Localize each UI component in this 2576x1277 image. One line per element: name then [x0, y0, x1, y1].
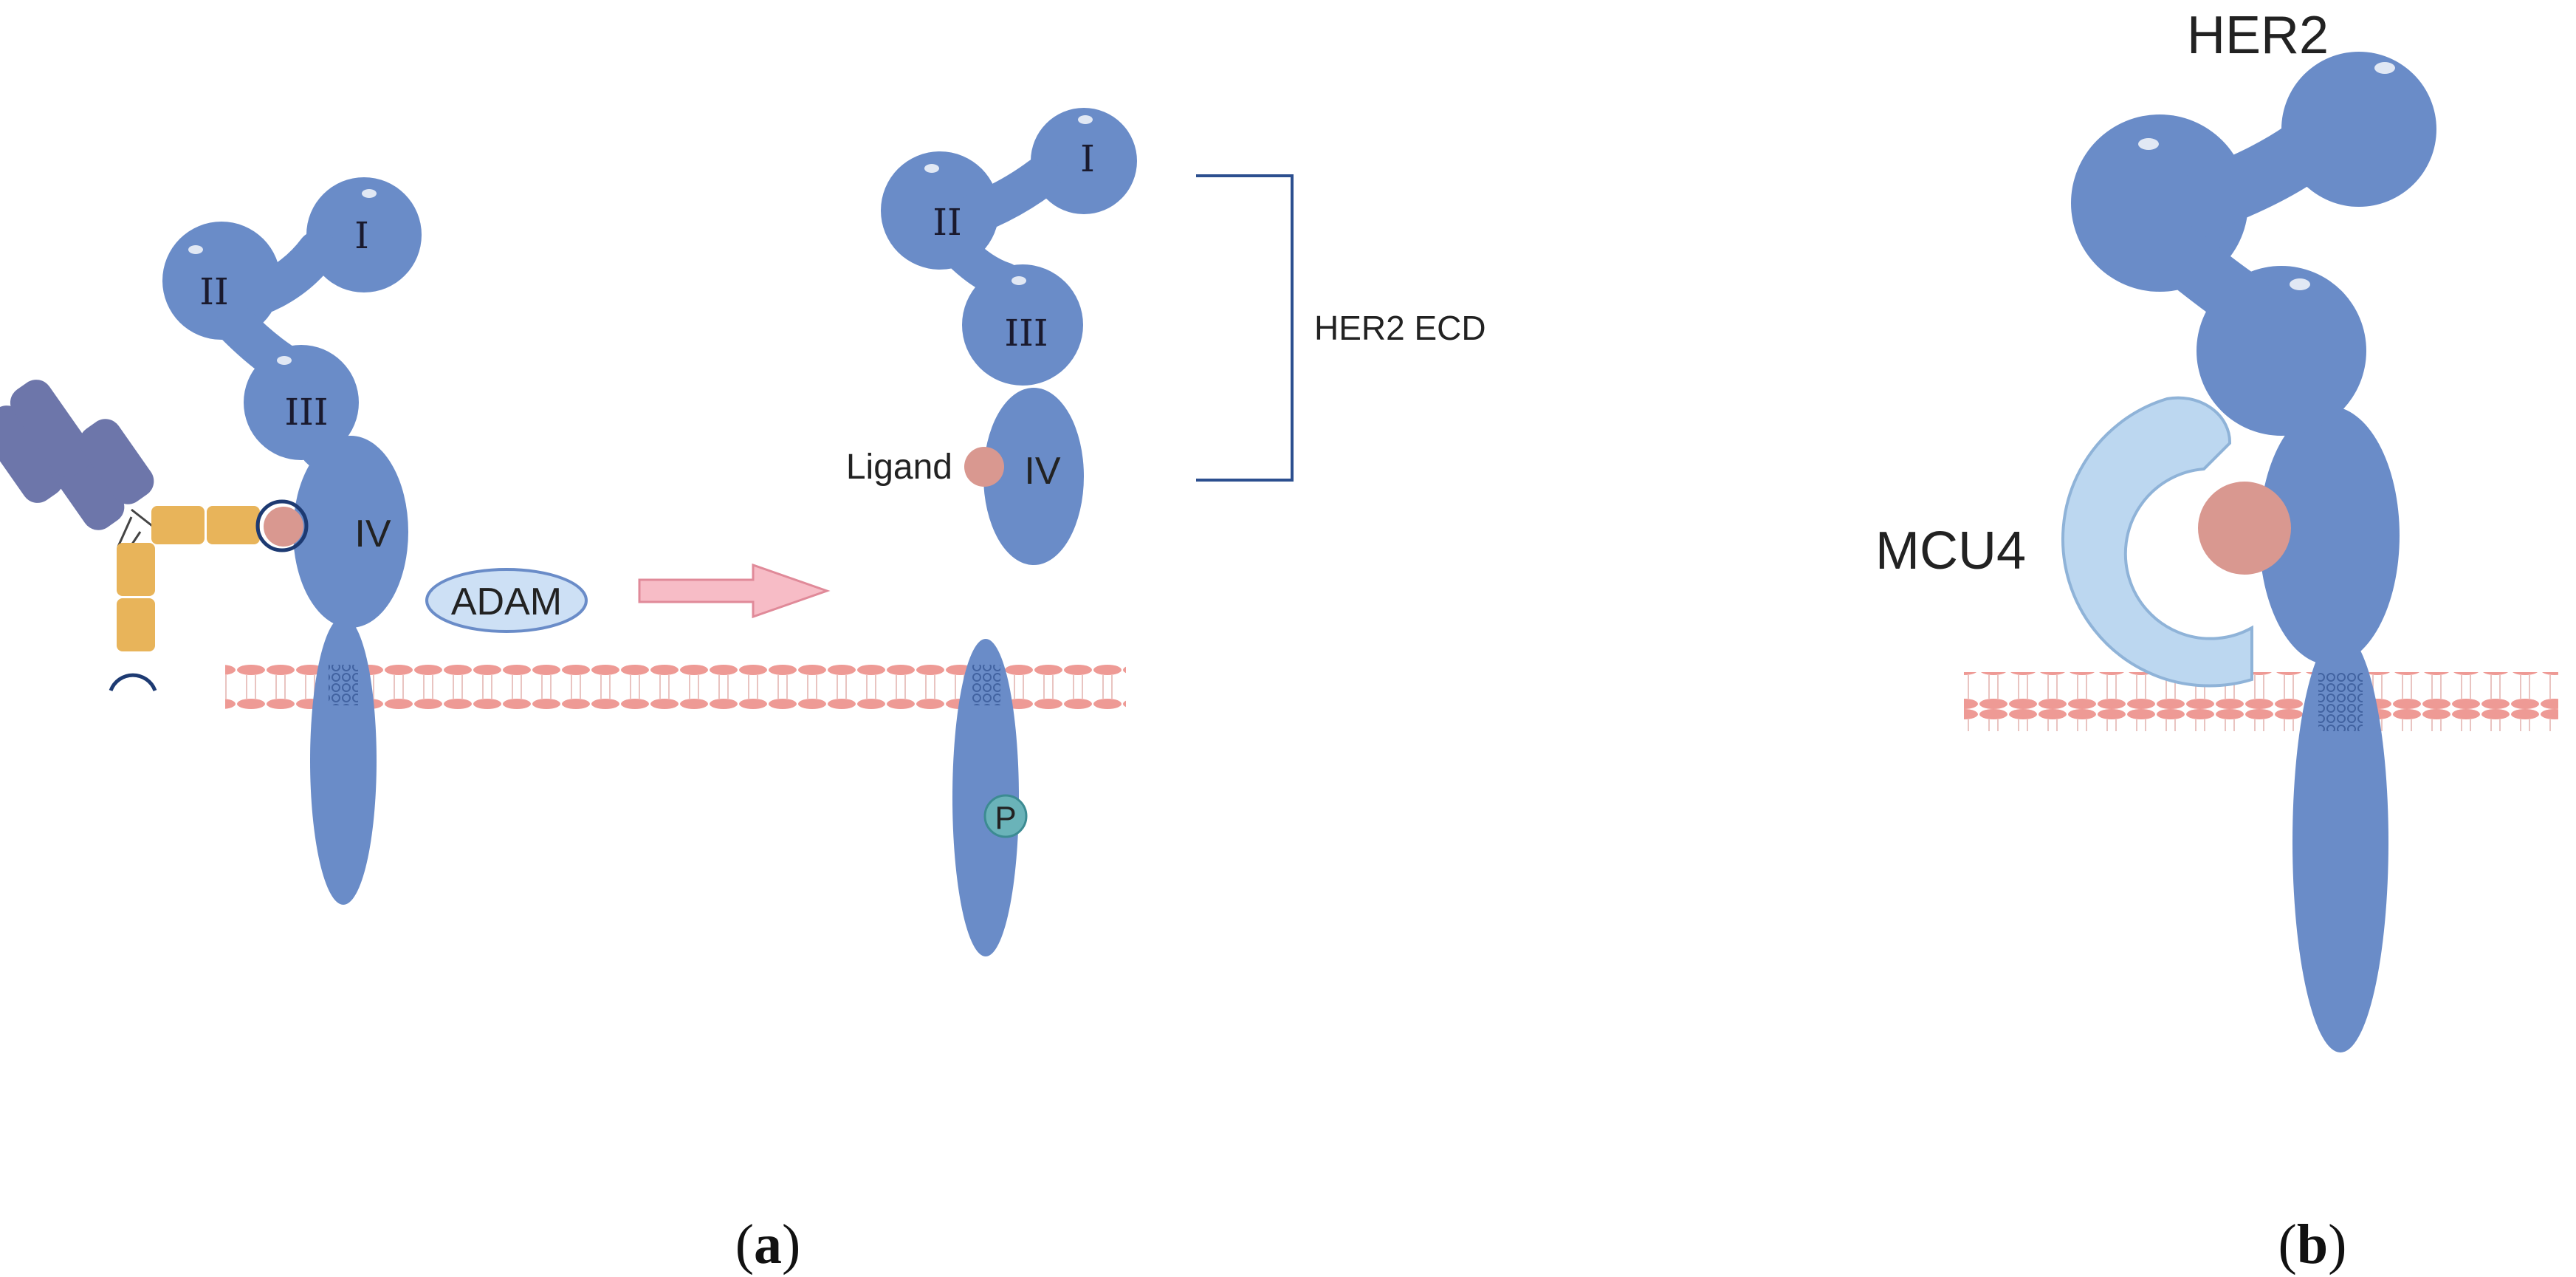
adam-protease: ADAM — [425, 568, 588, 633]
her2-receptor-left: I II III IV — [162, 177, 422, 905]
mcu4-label: MCU4 — [1875, 521, 2026, 581]
antibody — [0, 380, 309, 691]
domain-iv — [2259, 406, 2400, 665]
cell-membrane-b — [1964, 672, 2558, 731]
ecd-bracket — [1196, 174, 1294, 482]
domain-i-label: I — [1080, 137, 1095, 180]
panel-a-caption: (a) — [735, 1213, 801, 1276]
her2-receptor-b — [2071, 52, 2436, 1052]
domain-i-label: I — [354, 214, 369, 257]
cleavage-arrow — [638, 563, 831, 619]
ligand-circle-left — [264, 507, 303, 547]
panel-b: HER2 MCU4 (b) — [1875, 6, 2558, 1276]
panel-b-caption: (b) — [2278, 1213, 2347, 1276]
her2-label: HER2 — [2187, 6, 2329, 65]
domain-i — [306, 177, 422, 292]
domain-iv — [983, 388, 1084, 565]
her2-ecd-label: HER2 ECD — [1314, 309, 1486, 347]
domain-ii-label: II — [199, 270, 229, 313]
domain-iii-label: III — [284, 391, 328, 434]
domain-ii-label: II — [932, 201, 962, 244]
ligand-label: Ligand — [846, 448, 952, 487]
ligand-circle-right — [964, 447, 1004, 487]
panel-a: I II III IV — [0, 108, 1486, 1276]
domain-iv-label: IV — [354, 513, 391, 555]
domain-iii-label: III — [1004, 312, 1048, 355]
mcu4-antibody — [2061, 396, 2253, 688]
phosphorylation-site — [983, 794, 1028, 838]
phospho-label: P — [995, 800, 1016, 836]
her2-ecd-cleaved: I II III IV — [881, 108, 1137, 565]
domain-iv — [293, 436, 408, 628]
adam-label: ADAM — [451, 581, 562, 623]
transmembrane-domain — [2292, 631, 2388, 1052]
domain-iv-label: IV — [1024, 450, 1060, 493]
her2-truncated-receptor: P — [952, 639, 1028, 956]
ligand-circle-b — [2198, 482, 2291, 575]
transmembrane-domain — [310, 617, 377, 905]
